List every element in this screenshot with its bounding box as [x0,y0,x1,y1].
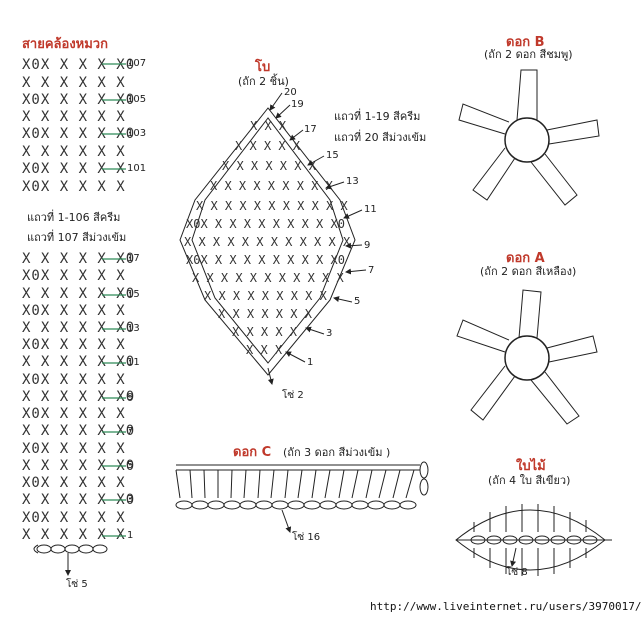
bow-row-label: 9 [364,240,371,251]
stitch-row: X X X X X X0 [22,286,136,302]
stitch-row: X0X X X X X [22,337,126,353]
svg-text:X0X X X X X X X X X X0: X0X X X X X X X X X X0 [186,253,345,267]
row-label: 1 [127,530,134,541]
stitch-row: X0X X X X X [22,406,126,422]
row-label: 11 [127,357,140,368]
stitch-row: X0X X X X X [22,441,126,457]
stitch-row: X X X X X X [22,144,126,160]
stitch-row: X0X X X X X [22,510,126,526]
diagram-drawings: X X X X X X X X X X X X X X X X X X X X … [33,63,612,576]
leaf-title: ใบไม้ [516,459,546,474]
svg-text:X X X X X: X X X X X [235,139,301,153]
row-label: 9 [127,392,134,403]
row-label: 105 [127,94,147,105]
stitch-row: X0X X X X X [22,303,126,319]
flower-c-strip [175,461,429,533]
strap-title: สายคล้องหมวก [22,37,108,52]
stitch-row: X X X X X X [22,527,126,543]
stitch-row: X X X X X X0 [22,423,136,439]
svg-text:X X X: X X X [250,119,287,133]
row-label: 15 [127,289,140,300]
flower-c-chain-label: โซ่ 16 [292,532,321,543]
flower-c-title: ดอก C [233,445,272,460]
strap-foundation-chain [33,544,108,576]
svg-text:X X X X X X X X X: X X X X X X X X X [210,179,334,193]
bow-row-label: 11 [364,204,377,215]
flower-b-subtitle: (ถัก 2 ดอก สีชมพู) [484,48,573,61]
stitch-row: X0X X X X X [22,475,126,491]
leaf-subtitle: (ถัก 4 ใบ สีเขียว) [488,474,571,487]
row-label: 5 [127,460,134,471]
svg-text:X X X X X X X X X X X: X X X X X X X X X X X [196,199,348,213]
stitch-row: X0X X X X X0 [22,126,136,142]
strap-note-line2: แถวที่ 107 สีม่วงเข้ม [27,231,127,244]
bow-note-line1: แถวที่ 1-19 สีครีม [334,110,421,123]
bow-row-arrows [267,92,367,385]
flower-b-title: ดอก B [506,35,545,50]
flower-c-subtitle: (ถัก 3 ดอก สีม่วงเข้ม ) [283,446,391,459]
bow-chain-label: โซ่ 2 [282,390,304,401]
flower-a-title: ดอก A [506,251,545,266]
stitch-row: X0X X X X X [22,179,126,195]
bow-row-label: 20 [284,87,297,98]
bow-row-label: 5 [354,296,361,307]
stitch-row: X X X X X X [22,109,126,125]
row-label: 107 [127,58,147,69]
leaf-chain-label: โซ่ 8 [506,567,528,578]
row-label: 3 [127,494,134,505]
row-label: 103 [127,128,147,139]
stitch-row: X X X X X X [22,75,126,91]
flower-a-subtitle: (ถัก 2 ดอก สีเหลือง) [480,265,577,278]
svg-text:X X X X X X X X X X X: X X X X X X X X X X X [192,271,344,285]
bow-stitch-grid: X X X X X X X X X X X X X X X X X X X X … [184,119,351,357]
strap-note-line1: แถวที่ 1-106 สีครีม [27,211,121,224]
strap-chart: X0X X X X X0 X X X X X X X0X X X X X0 X … [22,55,152,575]
svg-text:X X X X X X X X X: X X X X X X X X X [204,289,328,303]
row-label: 13 [127,323,140,334]
leaf-motif [455,504,612,576]
flower-b-motif [458,69,600,206]
svg-text:X X X X X X X: X X X X X X X [218,307,313,321]
svg-text:X X X X X X X X X X X X: X X X X X X X X X X X X [184,235,351,249]
svg-text:X X X: X X X [246,343,283,357]
row-label: 101 [127,163,147,174]
bow-row-label: 17 [304,124,317,135]
bow-row-label: 3 [326,328,333,339]
strap-chain-label: โซ่ 5 [66,579,88,590]
bow-row-label: 1 [307,357,314,368]
row-label: 7 [127,426,134,437]
stitch-row: X0X X X X X0 [22,57,136,73]
bow-row-label: 13 [346,176,359,187]
svg-text:X X X X X: X X X X X [232,325,298,339]
bow-row-label: 19 [291,99,304,110]
stitch-row: X0X X X X X0 [22,92,136,108]
bow-row-label: 7 [368,265,375,276]
flower-a-motif [456,289,598,425]
bow-row-label: 15 [326,150,339,161]
strap-row-arrows [102,63,126,537]
stitch-row: X0X X X X X [22,268,126,284]
svg-text:X X X X X X X: X X X X X X X [222,159,317,173]
bow-subtitle: (ถัก 2 ชิ้น) [238,75,289,88]
stitch-row: X X X X X X0 [22,389,136,405]
bow-title: โบ [255,60,271,75]
bow-note-line2: แถวที่ 20 สีม่วงเข้ม [334,131,427,144]
stitch-row: X0X X X X X [22,372,126,388]
row-label: 17 [127,253,140,264]
footer-url: http://www.liveinternet.ru/users/3970017… [370,600,642,613]
stitch-row: X X X X X X0 [22,354,136,370]
svg-text:X0X X X X X X X X X X0: X0X X X X X X X X X X0 [186,217,345,231]
stitch-row: X X X X X X0 [22,320,136,336]
